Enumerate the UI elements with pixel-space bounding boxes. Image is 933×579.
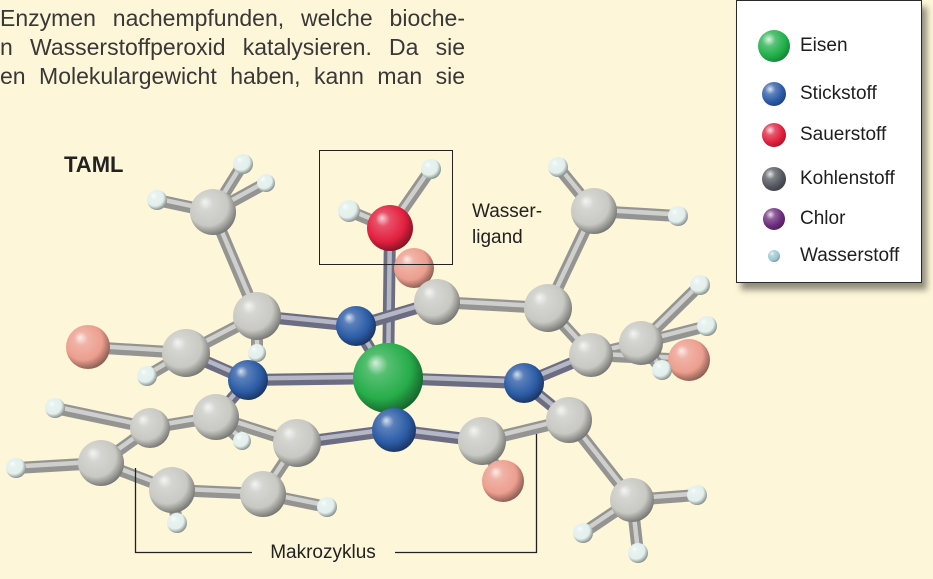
legend-label-chlorine: Chlor — [800, 208, 846, 229]
carbon-atom — [190, 189, 236, 235]
atom-legend: Eisen Stickstoff Sauerstoff Kohlenstoff … — [736, 0, 922, 283]
hydrogen-sphere-icon — [768, 250, 780, 262]
oxygen-sphere-icon — [762, 123, 786, 147]
carbon-atom — [78, 440, 124, 486]
carbon-atom — [193, 394, 239, 440]
nitrogen-atom — [228, 360, 268, 400]
carbon-atom — [273, 419, 321, 467]
article-text-line: Enzymen nachempfunden, welche bioche- — [0, 5, 465, 31]
hydrogen-atom — [668, 206, 688, 226]
article-text-line: n Wasserstoffperoxid katalysieren. Da si… — [0, 34, 465, 60]
hydrogen-atom — [6, 458, 26, 478]
legend-swatch-slot — [748, 30, 800, 62]
iron-sphere-icon — [758, 30, 790, 62]
carbon-atom — [130, 408, 170, 448]
legend-item-hydrogen: Wasserstoff — [737, 241, 921, 271]
legend-swatch-slot — [748, 164, 800, 194]
legend-label-nitrogen: Stickstoff — [800, 83, 877, 104]
legend-swatch-slot — [748, 79, 800, 109]
water-ligand-label-line2: ligand — [472, 227, 523, 248]
carbon-atom — [240, 471, 286, 517]
carbon-atom — [610, 478, 654, 522]
legend-label-hydrogen: Wasserstoff — [800, 245, 900, 266]
oxygen-atom — [66, 325, 110, 369]
oxygen-atom — [482, 460, 524, 502]
carbon-atom — [524, 284, 572, 332]
hydrogen-atom — [167, 513, 187, 533]
legend-item-oxygen: Sauerstoff — [737, 120, 921, 150]
carbon-atom — [571, 188, 617, 234]
hydrogen-atom — [233, 154, 253, 174]
hydrogen-atom — [687, 485, 707, 505]
hydrogen-atom — [628, 543, 648, 563]
hydrogen-atom — [573, 523, 593, 543]
hydrogen-atom — [137, 366, 157, 386]
hydrogen-atom — [317, 497, 337, 517]
carbon-atom — [233, 292, 281, 340]
nitrogen-atom — [336, 306, 376, 346]
chlorine-sphere-icon — [763, 208, 785, 230]
legend-item-iron: Eisen — [737, 30, 921, 62]
hydrogen-atom — [257, 174, 275, 192]
hydrogen-atom — [338, 200, 360, 222]
carbon-atom — [162, 329, 210, 377]
macrocycle-bracket — [134, 434, 538, 554]
legend-label-oxygen: Sauerstoff — [800, 124, 887, 145]
oxygen-atom — [668, 339, 710, 381]
legend-item-carbon: Kohlenstoff — [737, 164, 921, 194]
water-ligand-box — [319, 150, 453, 265]
article-text: Enzymen nachempfunden, welche bioche- n … — [0, 4, 465, 91]
hydrogen-atom — [652, 360, 672, 380]
oxygen-atom — [394, 248, 434, 288]
figure-title: TAML — [64, 152, 123, 177]
nitrogen-atom — [504, 363, 544, 403]
nitrogen-atom — [372, 408, 416, 452]
legend-swatch-slot — [748, 120, 800, 150]
legend-swatch-slot — [748, 241, 800, 271]
hydrogen-atom — [147, 190, 167, 210]
nitrogen-sphere-icon — [762, 82, 786, 106]
hydrogen-atom — [697, 316, 717, 336]
hydrogen-atom — [233, 432, 251, 450]
oxygen-atom — [367, 205, 413, 251]
carbon-atom — [414, 279, 460, 325]
hydrogen-atom — [690, 275, 710, 295]
carbon-atom — [569, 333, 613, 377]
carbon-sphere-icon — [762, 167, 786, 191]
legend-label-iron: Eisen — [800, 35, 848, 56]
hydrogen-atom — [421, 159, 441, 179]
hydrogen-atom — [548, 157, 568, 177]
carbon-atom — [149, 467, 195, 513]
legend-item-chlorine: Chlor — [737, 204, 921, 234]
legend-swatch-slot — [748, 204, 800, 234]
macrocycle-label: Makrozyklus — [270, 542, 376, 563]
hydrogen-atom — [45, 398, 65, 418]
carbon-atom — [546, 397, 592, 443]
atoms-layer — [6, 154, 717, 563]
iron-atom — [353, 343, 423, 413]
hydrogen-atom — [248, 344, 266, 362]
legend-label-carbon: Kohlenstoff — [800, 168, 895, 189]
article-text-line: en Molekulargewicht haben, kann man sie — [0, 63, 465, 89]
legend-item-nitrogen: Stickstoff — [737, 79, 921, 109]
carbon-atom — [619, 321, 663, 365]
water-ligand-label-line1: Wasser- — [472, 201, 542, 222]
carbon-atom — [458, 417, 506, 465]
